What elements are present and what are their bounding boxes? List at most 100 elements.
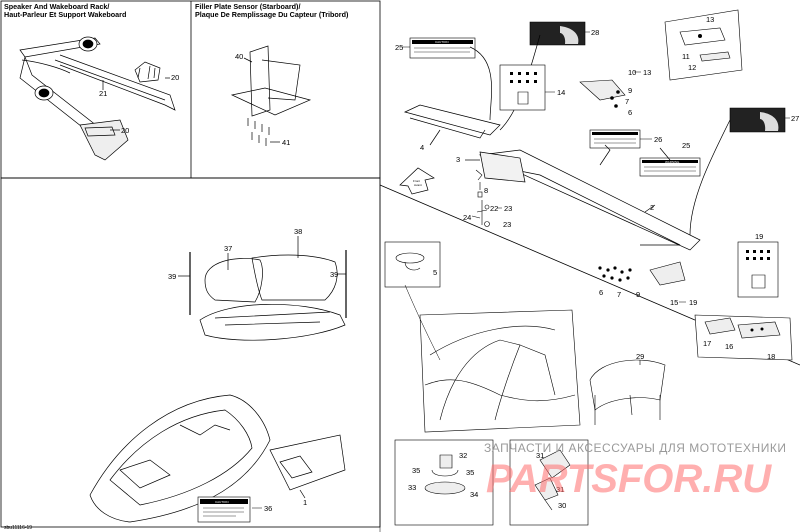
screw-kit-19 [737,241,779,298]
washer-23 [484,221,490,227]
bolt-8 [475,169,483,181]
callout-17: 17 [703,339,711,348]
speaker-wakeboard-rack [19,36,176,161]
callout-22: 22 [490,204,498,213]
callout-31b: 31 [556,485,564,494]
callout-26: 26 [654,135,662,144]
callout-3: 3 [456,155,460,164]
callout-23a: 23 [504,204,512,213]
tower-clip [599,144,611,166]
speaker-bottom-cone [38,88,50,98]
front-arrow-text-fr: Avant [414,183,422,187]
callout-39a: 39 [168,272,176,281]
tower-labels: CAUTION [402,21,790,177]
callout-25b: 25 [682,141,690,150]
callout-14: 14 [557,88,565,97]
watermark-logo: PARTSFOR.RU [486,457,772,501]
dark-label-27 [729,107,786,133]
callout-21: 21 [99,89,107,98]
callout-27: 27 [791,114,799,123]
callout-12: 12 [688,63,696,72]
mount-clamp [84,126,116,137]
clamp-kit-16 [694,314,793,361]
callout-5: 5 [433,268,437,277]
callout-20a: 20 [171,73,179,82]
front-arrow-text: Front [413,179,420,183]
tower-frame [403,34,731,251]
leader-40 [243,57,253,63]
box-30-31 [509,439,589,526]
speaker-rack-title-fr: Haut-Parleur Et Support Wakeboard [4,10,127,19]
filler-plate-title-en: Filler Plate Sensor (Starboard)/ [195,2,301,11]
speaker-top-cone [82,39,94,49]
callout-20b: 20 [121,126,129,135]
callout-35a: 35 [412,466,420,475]
boat-small-deck [214,311,331,326]
callout-box-5 [384,241,441,361]
boat-console [119,459,171,489]
callout-9a: 9 [628,86,632,95]
wakeboard-bracket [134,61,161,83]
tower-view-frame [419,309,581,433]
callout-23b: 23 [503,220,511,229]
leader-25a-curve [469,46,492,121]
boat-small-hull [199,303,346,341]
filler-wedge [261,59,301,101]
filler-plate-assembly [230,45,312,146]
caution-label-36: CAUTION [197,496,262,523]
callout-15: 15 [670,298,678,307]
callout-18: 18 [767,352,775,361]
speaker-rack-title: Speaker And Wakeboard Rack/ Haut-Parleur… [4,3,126,19]
callout-36: 36 [264,504,272,513]
leader-1 [299,489,306,499]
tower-leg [439,339,521,421]
wakeboard-tower-29 [589,359,666,425]
warning-label-25b: WARNING [639,157,701,177]
tower-on-boat [419,309,581,433]
tower-bracket-3 [479,151,526,183]
filler-pad-1-detail [279,455,313,479]
leader-25b [659,147,671,161]
screws-41 [247,118,270,146]
callout-24: 24 [463,213,471,222]
tower-long-arm-2 [478,149,701,251]
rack-top-bar [19,37,101,58]
callout-32: 32 [459,451,467,460]
seat-cover-37 [204,258,263,303]
callout-8: 8 [484,186,488,195]
callout-30: 30 [558,501,566,510]
filler-base-plate [230,87,312,116]
callout-41: 41 [282,138,290,147]
callout-38: 38 [294,227,302,236]
callout-35b: 35 [466,468,474,477]
callout-4: 4 [420,143,424,152]
tower-top-rail [403,104,501,136]
callout-9b: 9 [636,290,640,299]
callout-28: 28 [591,28,599,37]
callout-13a: 13 [706,15,714,24]
boat-hull-view [89,394,346,523]
callout-7b: 7 [617,290,621,299]
boat-seats [179,424,231,436]
tower-arch [429,325,556,356]
boat-hull-outline [89,394,271,523]
filler-plate-title-fr: Plaque De Remplissage Du Capteur (Tribor… [195,10,349,19]
callout-31a: 31 [536,451,544,460]
bracket-upper [579,79,626,108]
callout-33: 33 [408,483,416,492]
callout-19a: 19 [755,232,763,241]
callout-34: 34 [470,490,478,499]
nut-22 [484,204,490,210]
watermark-line1: ЗАПЧАСТИ И АКСЕССУАРЫ ДЛЯ МОТОТЕХНИКИ [484,441,786,455]
warning-label-25a: CAUTION [409,37,476,59]
boat-frame [0,177,381,528]
clamp-kit-13 [664,9,743,81]
leader-2 [644,204,656,213]
callout-11: 11 [682,52,690,61]
bolt-24 [476,200,488,225]
callout-19b: 19 [689,298,697,307]
bracket-lower [598,261,686,286]
speaker-rack-title-en: Speaker And Wakeboard Rack/ [4,2,110,11]
